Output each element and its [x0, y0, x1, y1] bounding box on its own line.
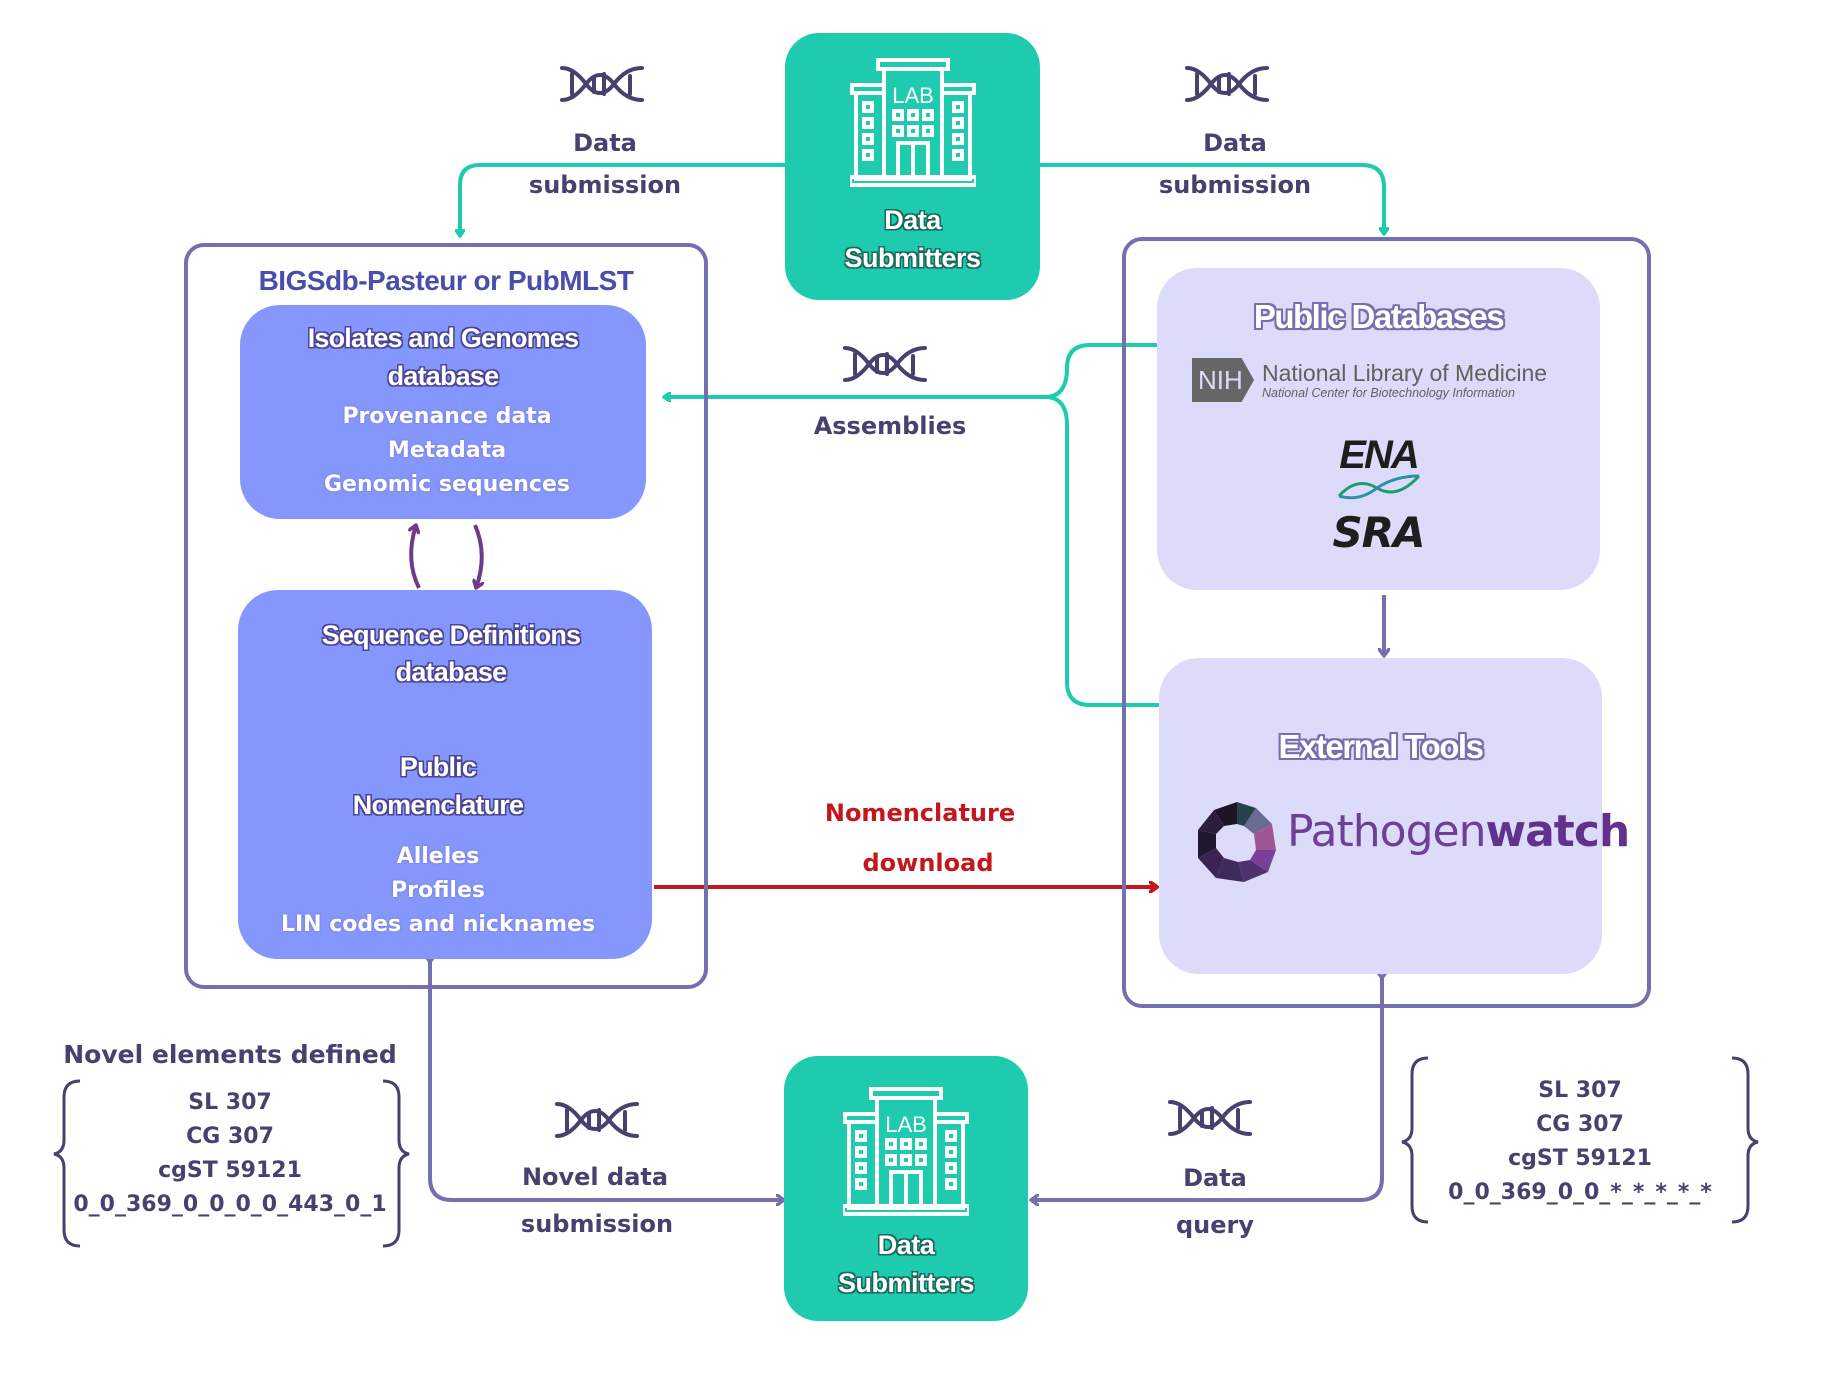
ena-dna-icon — [1337, 474, 1421, 500]
bigsdb-title: BIGSdb-Pasteur or PubMLST — [258, 265, 634, 296]
query-result-item: 0_0_369_0_0_*_*_*_*_* — [1448, 1180, 1712, 1205]
isolates-title-2: database — [387, 361, 499, 391]
lab-building-icon: LAB — [843, 1087, 969, 1216]
nih-badge: NIH — [1192, 358, 1254, 402]
ena-logo: ENA — [1339, 433, 1419, 477]
external-tools-box[interactable]: External Tools Pathogenwatch — [1159, 658, 1630, 974]
isolates-item: Provenance data — [342, 404, 552, 429]
label-novel-submission-2: submission — [520, 1210, 674, 1238]
arrow-data-query — [1031, 978, 1382, 1200]
novel-element-item: SL 307 — [188, 1090, 272, 1115]
seqdef-item: LIN codes and nicknames — [280, 912, 596, 937]
nih-logo: NIH National Library of Medicine Nationa… — [1192, 358, 1547, 402]
seqdef-database-box[interactable]: Sequence Definitions database Public Nom… — [238, 590, 652, 959]
pathogenwatch-light: Pathogen — [1287, 806, 1486, 857]
novel-elements-title: Novel elements defined — [63, 1040, 397, 1069]
seqdef-items: Alleles Profiles LIN codes and nicknames — [224, 840, 652, 942]
novel-element-item: CG 307 — [186, 1124, 274, 1149]
bottom-data-submitters: LAB Data Submitters — [784, 1056, 1028, 1321]
brace-left-novel — [53, 1079, 81, 1248]
label-right-submission-2: submission — [1158, 171, 1312, 199]
pathogenwatch-bold: watch — [1485, 806, 1630, 857]
arrow-assemblies — [664, 343, 1157, 397]
arrow-submission-to-bigsdb — [460, 163, 790, 236]
lab-building-icon: LAB — [850, 58, 976, 187]
seqdef-title-2: database — [395, 657, 507, 687]
arrow-novel-submission — [430, 962, 784, 1200]
brace-right-novel — [382, 1079, 410, 1248]
svg-text:LAB: LAB — [885, 1112, 927, 1137]
nih-line-1: National Library of Medicine — [1262, 360, 1548, 386]
dna-icon — [555, 1102, 639, 1138]
query-result-item: CG 307 — [1536, 1112, 1624, 1137]
dna-icon — [1168, 1100, 1252, 1136]
external-tools-title: External Tools — [1278, 728, 1484, 765]
seqdef-item: Alleles — [396, 844, 480, 869]
dna-icon — [560, 66, 644, 102]
isolates-item: Metadata — [387, 438, 507, 463]
label-data-query-2: query — [1175, 1211, 1255, 1239]
novel-elements-list: SL 307 CG 307 cgST 59121 0_0_369_0_0_0_0… — [70, 1086, 390, 1222]
connector-external-tools-assemblies — [1044, 395, 1159, 707]
nomenclature-title-2: Nomenclature — [352, 790, 524, 820]
arrow-seqdef-to-isolates — [411, 525, 421, 589]
novel-element-item: cgST 59121 — [158, 1158, 302, 1183]
sra-logo: SRA — [1332, 508, 1425, 557]
arrow-isolates-to-seqdef — [475, 524, 482, 588]
label-left-submission-1: Data — [573, 129, 637, 157]
isolates-items: Provenance data Metadata Genomic sequenc… — [248, 400, 646, 502]
query-result-item: SL 307 — [1538, 1078, 1622, 1103]
nomenclature-title-1: Public — [399, 752, 477, 782]
dna-icon — [843, 346, 927, 382]
dna-icon — [1185, 66, 1269, 102]
label-assemblies: Assemblies — [813, 412, 967, 440]
top-submitters-title-2: Submitters — [844, 243, 981, 273]
top-data-submitters: LAB Data Submitters — [785, 33, 1040, 300]
novel-element-item: 0_0_369_0_0_0_0_443_0_1 — [73, 1192, 387, 1217]
isolates-database-box[interactable]: Isolates and Genomes database Provenance… — [240, 305, 646, 519]
query-result-list: SL 307 CG 307 cgST 59121 0_0_369_0_0_*_*… — [1420, 1074, 1740, 1210]
seqdef-item: Profiles — [391, 878, 485, 903]
pathogenwatch-wordmark: Pathogenwatch — [1287, 806, 1630, 857]
pathogenwatch-logo-icon — [1198, 802, 1276, 882]
label-right-submission-1: Data — [1203, 129, 1267, 157]
top-submitters-title-1: Data — [884, 205, 941, 235]
label-left-submission-2: submission — [528, 171, 682, 199]
nih-line-2: National Center for Biotechnology Inform… — [1262, 386, 1515, 400]
seqdef-title-1: Sequence Definitions — [321, 620, 581, 650]
bottom-submitters-title-2: Submitters — [837, 1268, 975, 1298]
label-novel-submission-1: Novel data — [521, 1163, 669, 1191]
public-databases-title: Public Databases — [1253, 298, 1505, 335]
brace-right-query — [1731, 1056, 1759, 1224]
svg-text:LAB: LAB — [892, 83, 934, 108]
public-databases-box[interactable]: Public Databases NIH National Library of… — [1157, 268, 1600, 590]
arrow-submission-to-public — [1040, 163, 1384, 234]
external-container — [1122, 237, 1651, 1008]
bottom-submitters-title-1: Data — [877, 1230, 935, 1260]
isolates-title-1: Isolates and Genomes — [307, 323, 579, 353]
label-data-query-1: Data — [1183, 1164, 1247, 1192]
label-nomenclature-2: download — [862, 849, 994, 877]
brace-left-query — [1401, 1056, 1429, 1224]
isolates-item: Genomic sequences — [324, 472, 570, 497]
label-nomenclature-1: Nomenclature — [824, 799, 1016, 827]
bigsdb-container: BIGSdb-Pasteur or PubMLST — [184, 243, 708, 989]
query-result-item: cgST 59121 — [1508, 1146, 1652, 1171]
